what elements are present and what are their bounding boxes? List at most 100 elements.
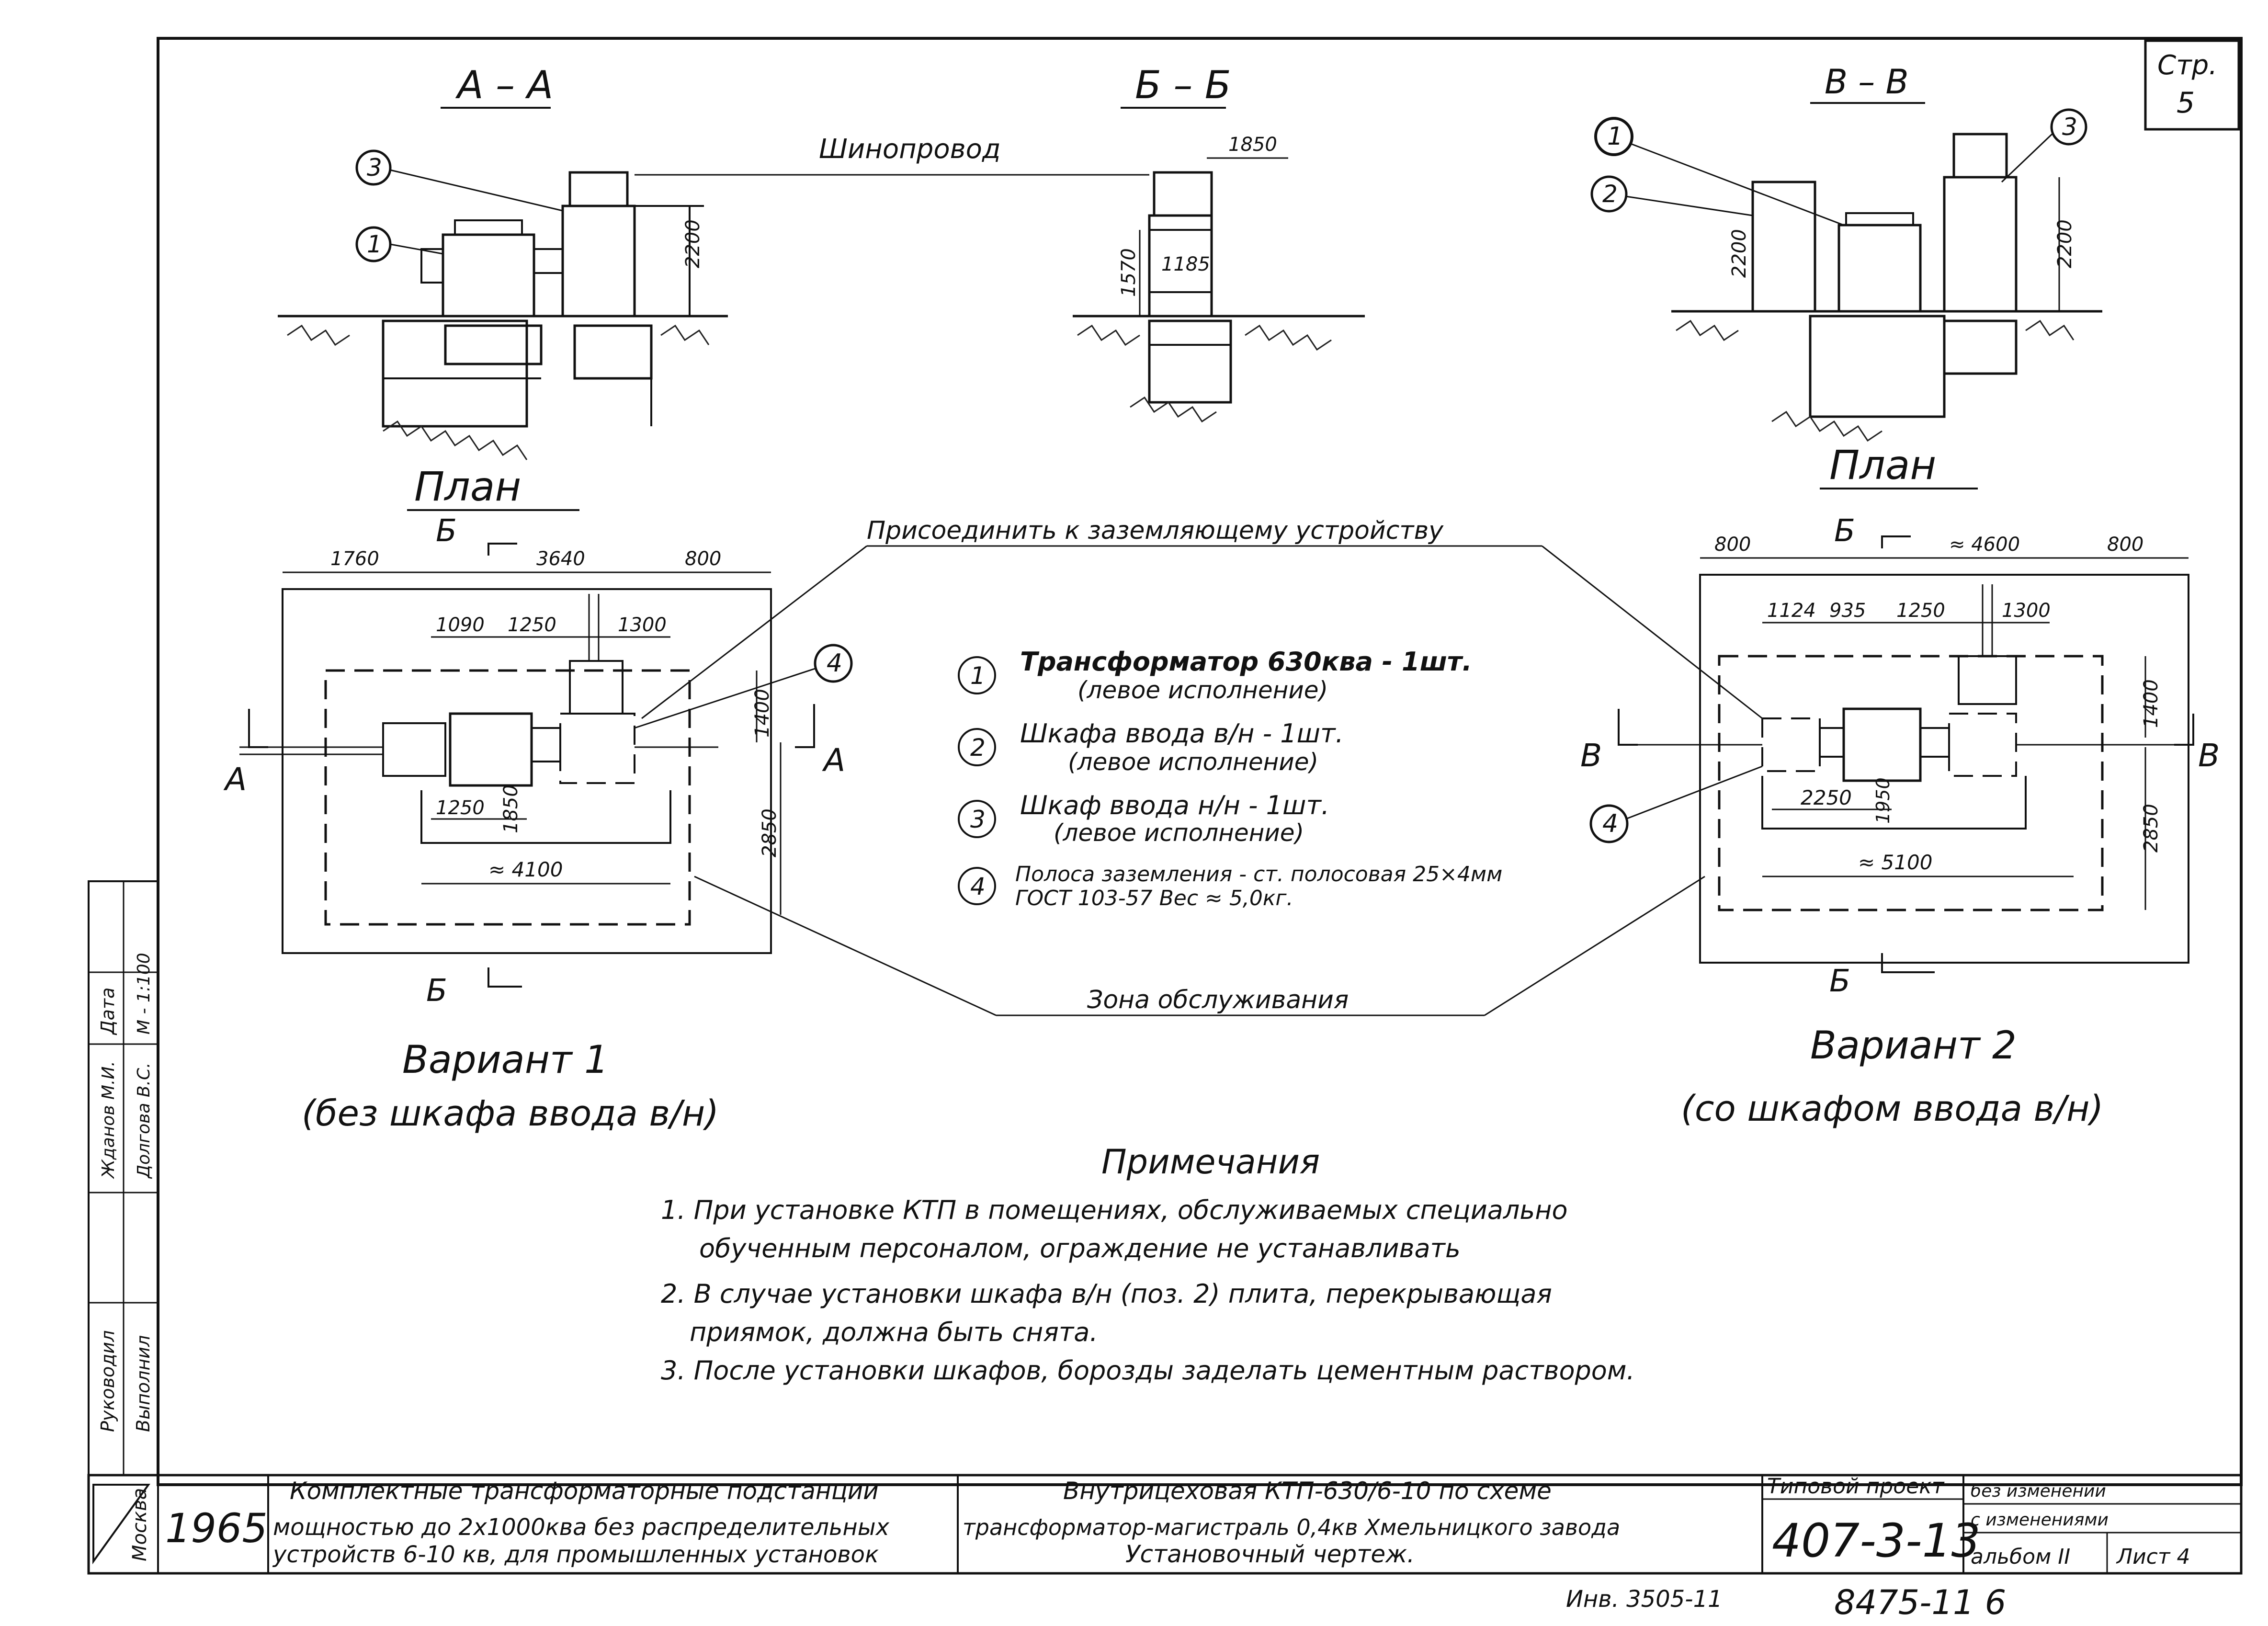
legend-3-line2: (левое исполнение) (1054, 819, 1304, 847)
side-stamp: Руководил Выполнил Жданов М.И. Долгова В… (88, 880, 159, 1476)
desc-line3: устройств 6-10 кв, для промышленных уста… (272, 1541, 879, 1568)
aa-dim-height: 2200 (682, 219, 704, 268)
p1-callout-4: 4 (827, 649, 842, 678)
legend-2-line1: Шкафа ввода в/н - 1шт. (1020, 718, 1344, 749)
legend-2-line2: (левое исполнение) (1068, 748, 1318, 776)
legend-1-line2: (левое исполнение) (1077, 676, 1328, 704)
stamp-name1: Жданов М.И. (99, 1061, 118, 1179)
shinoprovod-label: Шинопровод (819, 134, 1001, 165)
stamp-data-label: Дата (97, 988, 118, 1035)
legend-1-line1: Трансформатор 630ква - 1шт. (1020, 647, 1472, 677)
title-block: Москва 1965 Комплектные трансформаторные… (87, 1474, 2243, 1575)
p1-dim-1850: 1850 (500, 785, 522, 833)
year-label: 1965 (165, 1505, 268, 1552)
p1-dim-1090: 1090 (436, 614, 485, 636)
p1-marker-top: Б (436, 513, 457, 549)
album-label: альбом II (1971, 1545, 2070, 1569)
p2-dim-1250: 1250 (1896, 600, 1945, 622)
p2-marker-left: В (1580, 737, 1602, 774)
note-1a: 1. При установке КТП в помещениях, обслу… (661, 1195, 1568, 1225)
stamp-name2: Долгова В.С. (134, 1062, 154, 1179)
vv-dim-height-right: 2200 (2054, 219, 2076, 268)
legend-num-2: 2 (970, 734, 986, 762)
p2-dim-1124: 1124 (1767, 600, 1816, 622)
service-zone-label: Зона обслуживания (1087, 986, 1349, 1014)
legend-num-3: 3 (970, 806, 986, 833)
section-aa-title: А – А (455, 63, 553, 107)
desc-line1: Комплектные трансформаторные подстанции (290, 1477, 879, 1505)
p2-dim-4600: ≈ 4600 (1949, 534, 2020, 556)
plan2-drawing: 800 ≈ 4600 800 1124 935 1250 1300 2250 1… (1580, 513, 2220, 999)
changes-none: без изменений (1971, 1481, 2106, 1501)
plan1-drawing: 1760 3640 800 1090 1250 1300 1250 1850 1… (223, 513, 853, 1009)
p1-dim-4100: ≈ 4100 (488, 858, 563, 881)
name-line2: трансформатор-магистраль 0,4кв Хмельницк… (963, 1514, 1620, 1540)
note-2b: приямок, должна быть снята. (690, 1317, 1098, 1347)
ground-connect-label: Присоединить к заземляющему устройству (867, 516, 1444, 545)
bb-dim-inner: 1185 (1161, 253, 1210, 275)
plan1-title: План (414, 463, 521, 510)
p2-dim-1950: 1950 (1872, 777, 1894, 824)
bb-dim-height: 1570 (1118, 248, 1140, 297)
p1-marker-right: А (822, 742, 845, 779)
p1-dim-1760: 1760 (330, 548, 379, 570)
p2-dim-1400: 1400 (2140, 679, 2162, 728)
p1-marker-left: А (223, 761, 247, 798)
legend-3-line1: Шкаф ввода н/н - 1шт. (1020, 790, 1329, 820)
section-bb-title: Б – Б (1135, 63, 1231, 107)
inventory-number: Инв. 3505-11 (1566, 1586, 1723, 1613)
p1-dim-2850: 2850 (759, 808, 781, 857)
legend-num-4: 4 (970, 873, 986, 900)
p2-marker-right: В (2198, 737, 2220, 774)
notes-block: Примечания 1. При установке КТП в помеще… (661, 1142, 1635, 1386)
p1-dim-1250a: 1250 (508, 614, 556, 636)
legend-4-line2: ГОСТ 103-57 Вес ≈ 5,0кг. (1015, 886, 1293, 910)
p2-dim-2250: 2250 (1801, 786, 1852, 809)
p2-dim-1300: 1300 (2002, 600, 2051, 622)
p2-dim-935: 935 (1829, 600, 1866, 622)
section-bb-drawing: 1850 1570 1185 (1073, 134, 1365, 423)
variant1-title: Вариант 1 (402, 1037, 609, 1082)
notes-title: Примечания (1101, 1142, 1320, 1182)
note-3: 3. После установки шкафов, борозды задел… (661, 1355, 1635, 1386)
plan2-title: План (1829, 442, 1936, 489)
legend: 1 Трансформатор 630ква - 1шт. (левое исп… (958, 647, 1502, 910)
desc-line2: мощностью до 2х1000ква без распределител… (273, 1514, 890, 1541)
name-line3: Установочный чертеж. (1125, 1540, 1415, 1568)
aa-callout-3: 3 (367, 154, 382, 182)
p1-dim-800: 800 (685, 548, 721, 570)
p1-dim-1250b: 1250 (436, 797, 485, 819)
p2-dim-5100: ≈ 5100 (1858, 851, 1932, 874)
city-label: Москва (129, 1488, 151, 1561)
p1-dim-3640: 3640 (536, 548, 585, 570)
stamp-scale: М - 1:100 (134, 953, 154, 1035)
sheet-label: Лист 4 (2116, 1545, 2190, 1569)
p2-dim-2850: 2850 (2140, 804, 2162, 853)
note-2a: 2. В случае установки шкафа в/н (поз. 2)… (661, 1279, 1552, 1309)
vv-callout-3: 3 (2062, 113, 2077, 141)
stamp-rukovodil: Руководил (97, 1330, 118, 1432)
p2-marker-bottom: Б (1829, 964, 1850, 999)
p2-marker-top: Б (1834, 513, 1855, 549)
section-aa-drawing: 2200 3 1 (278, 149, 728, 460)
type-project-label: Типовой проект (1767, 1474, 1945, 1499)
page-number: 5 (2177, 86, 2195, 120)
p1-marker-bottom: Б (426, 973, 447, 1009)
variant1-subtitle: (без шкафа ввода в/н) (302, 1093, 719, 1134)
p2-callout-4: 4 (1602, 809, 1618, 838)
changes-with: с изменениями (1971, 1510, 2109, 1530)
p1-dim-1400: 1400 (751, 689, 773, 738)
page-label: Стр. (2157, 50, 2217, 81)
aa-callout-1: 1 (367, 230, 382, 258)
bb-dim-width: 1850 (1228, 134, 1277, 156)
type-project-number: 407-3-13 (1772, 1514, 1981, 1568)
p1-dim-1300: 1300 (618, 614, 667, 636)
stamp-vypolnil: Выполнил (133, 1335, 154, 1432)
p2-dim-800a: 800 (1714, 534, 1751, 556)
section-vv-drawing: 2200 2200 1 2 3 (1590, 108, 2102, 442)
legend-4-line1: Полоса заземления - ст. полосовая 25×4мм (1015, 862, 1502, 887)
note-1b: обученным персоналом, ограждение не уста… (699, 1233, 1461, 1263)
name-line1: Внутрицеховая КТП-630/6-10 по схеме (1063, 1477, 1552, 1505)
vv-dim-height-left: 2200 (1728, 229, 1750, 278)
